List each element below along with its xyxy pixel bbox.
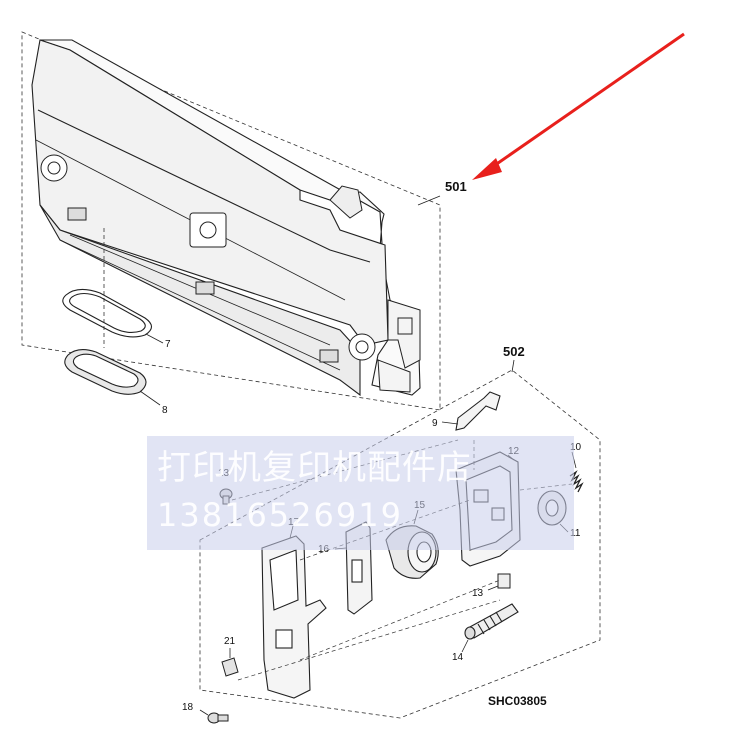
part-9-lever — [455, 391, 501, 431]
right-bracket — [377, 299, 421, 393]
part-13-clip-right — [497, 573, 511, 589]
part-21-block — [221, 657, 239, 677]
housing-symbol-plate — [189, 212, 227, 248]
housing-slots — [67, 207, 339, 363]
part-17-side-frame — [261, 535, 327, 699]
red-arrow-annotation — [472, 32, 685, 180]
assembly-501-boundary — [21, 31, 441, 411]
part-18-screw — [207, 712, 229, 724]
label-part-11: 11 — [570, 528, 581, 539]
part-10-spring — [569, 470, 584, 493]
housing-501 — [31, 39, 421, 397]
label-part-10: 10 — [570, 442, 582, 453]
label-assembly-501: 501 — [445, 179, 467, 194]
watermark-phone: 13816526919 — [157, 496, 403, 534]
part-8-gasket — [64, 349, 147, 395]
label-part-21: 21 — [224, 636, 236, 647]
label-part-7-upper: 7 — [165, 339, 171, 350]
top-right-bump — [329, 185, 363, 219]
label-part-13-right: 13 — [472, 588, 484, 599]
watermark-shop-name: 打印机复印机配件店 — [157, 448, 472, 488]
assembly-502-boundary — [199, 369, 601, 719]
label-assembly-502: 502 — [503, 344, 525, 359]
part-7-seal-ring — [62, 288, 153, 338]
left-end-knob — [40, 154, 68, 182]
label-part-18: 18 — [182, 702, 194, 713]
label-part-8: 8 — [162, 405, 168, 416]
right-end-knob — [348, 333, 376, 361]
part-14-worm-shaft — [464, 603, 519, 640]
label-part-14: 14 — [452, 652, 464, 663]
watermark-band — [147, 436, 574, 550]
label-part-9: 9 — [432, 418, 438, 429]
drawing-code: SHC03805 — [488, 694, 547, 708]
